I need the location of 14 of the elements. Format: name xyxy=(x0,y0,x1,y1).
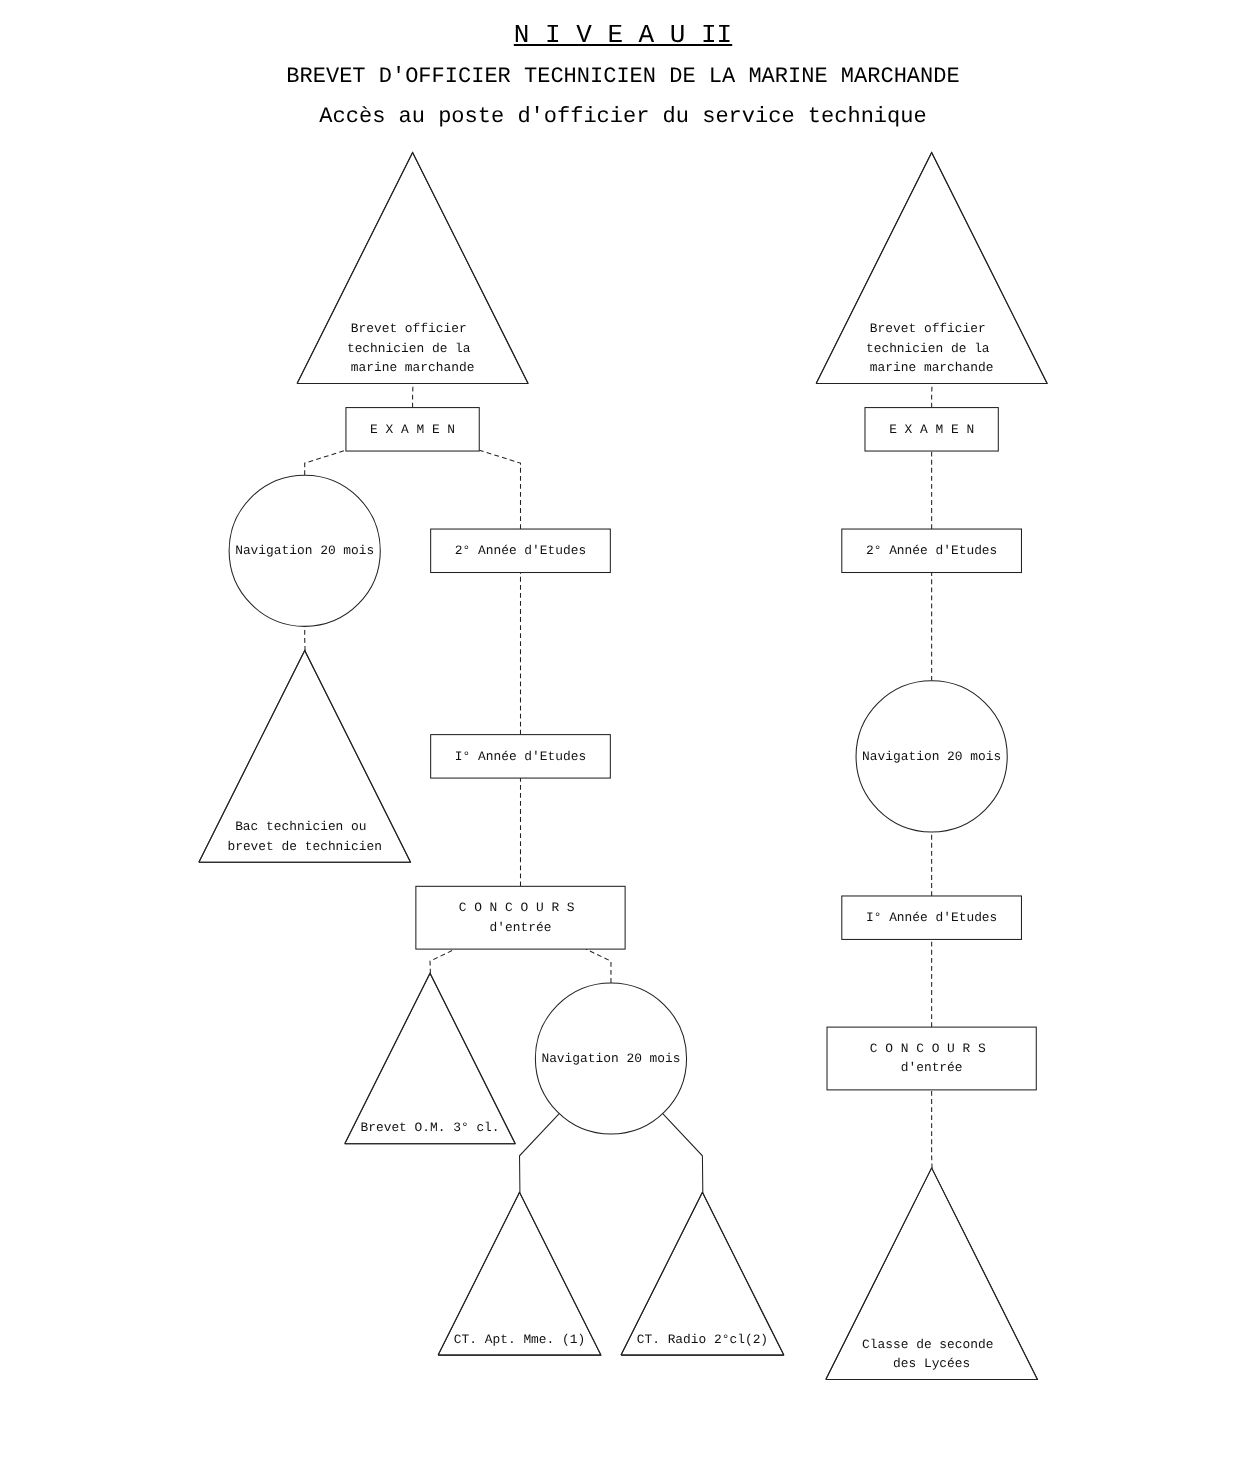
connector xyxy=(519,571,521,736)
connector xyxy=(412,383,414,409)
connector xyxy=(931,831,933,897)
subtitle: Accès au poste d'officier du service technique xyxy=(317,106,929,130)
connector xyxy=(931,383,933,409)
connector xyxy=(519,777,521,887)
subtitle: BREVET D'OFFICIER TECHNICIEN DE LA MARINE MARCHANDE xyxy=(284,66,962,90)
connector xyxy=(931,938,933,1028)
connector xyxy=(304,449,347,476)
connector xyxy=(304,625,306,652)
connector xyxy=(519,1113,560,1194)
connector xyxy=(662,1113,704,1194)
connector xyxy=(931,571,933,682)
title: N I V E A U II xyxy=(511,20,735,50)
